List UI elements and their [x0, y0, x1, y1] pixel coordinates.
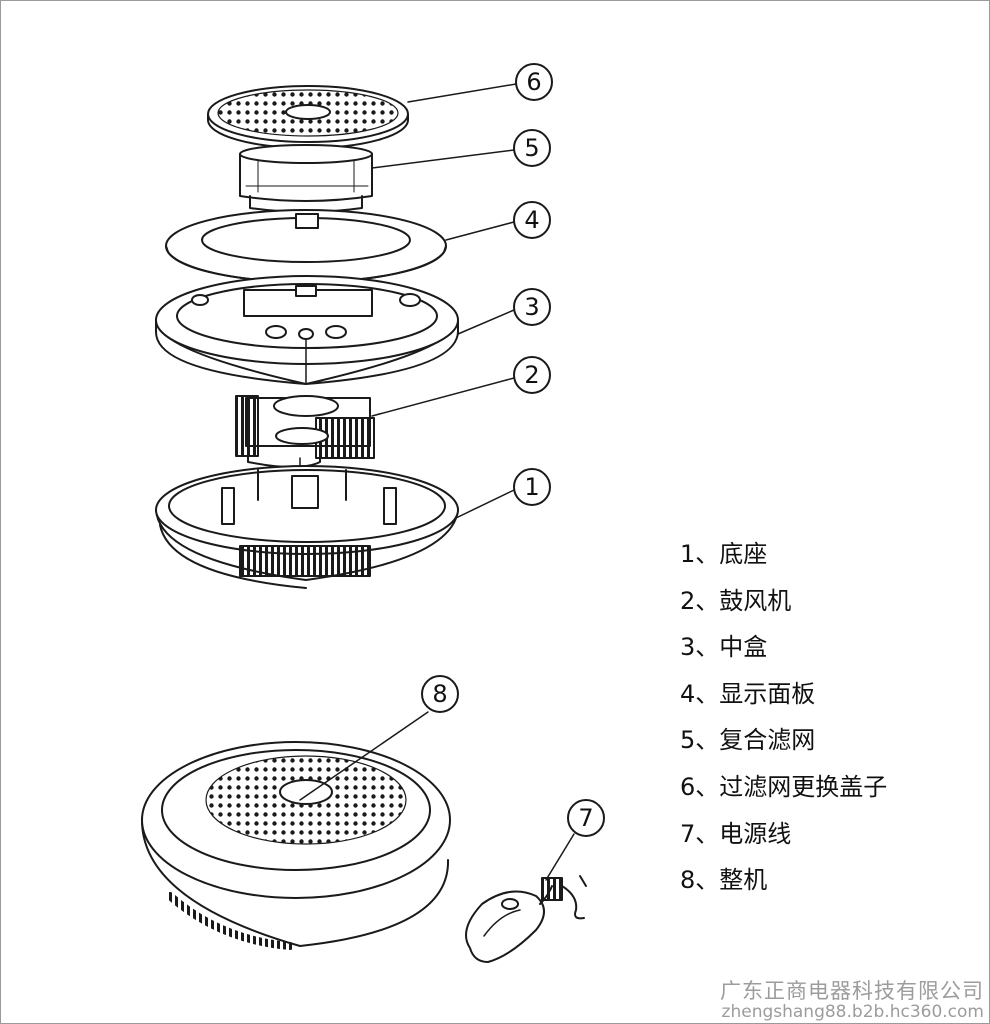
svg-text:5: 5 [524, 134, 539, 162]
svg-text:7: 7 [578, 804, 593, 832]
legend-item-middle-box: 3、中盒 [680, 633, 768, 662]
power-cord-part [465, 875, 587, 963]
svg-text:4: 4 [524, 206, 539, 234]
watermark-company: 广东正商电器科技有限公司 [720, 979, 984, 1003]
parts-legend: 1、底座 2、鼓风机 3、中盒 4、显示面板 5、复合滤网 6、过滤网更换盖子 … [680, 536, 887, 909]
legend-item-base: 1、底座 [680, 540, 768, 568]
callout-1: 1 [513, 468, 551, 506]
display-panel-part [165, 209, 447, 283]
legend-item-power-cord: 7、电源线 [680, 819, 792, 848]
svg-text:3: 3 [524, 293, 539, 321]
callout-2: 2 [513, 356, 551, 394]
callout-8: 8 [421, 675, 459, 713]
watermark-site: zhengshang88.b2b.hc360.com [721, 1002, 984, 1022]
callout-7: 7 [567, 799, 605, 837]
legend-item-filter-cover: 6、过滤网更换盖子 [680, 772, 888, 801]
callout-6: 6 [515, 63, 553, 101]
callout-4: 4 [513, 201, 551, 239]
legend-item-blower: 2、鼓风机 [680, 586, 792, 615]
legend-item-composite-filter: 5、复合滤网 [680, 726, 816, 755]
callout-3: 3 [513, 288, 551, 326]
middle-box-part [155, 275, 459, 385]
svg-text:8: 8 [432, 680, 447, 708]
base-part [155, 465, 459, 589]
watermark: 广东正商电器科技有限公司 zhengshang88.b2b.hc360.com [720, 979, 984, 1022]
callout-5: 5 [513, 129, 551, 167]
whole-unit-part [140, 741, 451, 950]
legend-item-whole-unit: 8、整机 [680, 866, 768, 895]
filter-cover-part [207, 85, 409, 149]
blower-part [235, 395, 375, 479]
svg-text:2: 2 [524, 361, 539, 389]
legend-item-display-panel: 4、显示面板 [680, 679, 816, 708]
composite-filter-part [239, 144, 373, 213]
svg-text:1: 1 [524, 473, 539, 501]
leader-lines [299, 83, 575, 881]
svg-text:6: 6 [526, 68, 541, 96]
